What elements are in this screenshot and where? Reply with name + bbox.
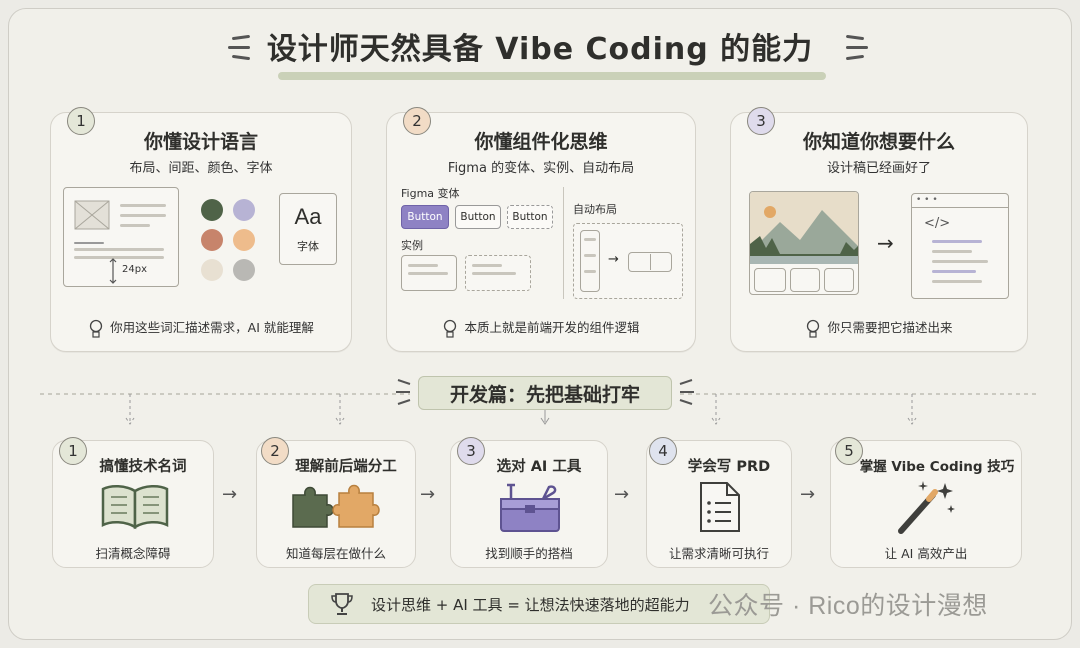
card-tip: 本质上就是前端开发的组件逻辑 <box>387 317 695 339</box>
summary-bar: 设计思维 + AI 工具 = 让想法快速落地的超能力 <box>308 584 770 624</box>
lightbulb-icon <box>89 319 103 338</box>
arrow-right-icon: → <box>608 252 619 267</box>
lightbulb-icon <box>444 319 457 338</box>
card-title: 你知道你想要什么 <box>802 131 955 153</box>
page-title: 设计师天然具备 Vibe Coding 的能力 <box>266 32 814 67</box>
autolayout-label: 自动布局 <box>573 203 617 216</box>
step-card-4: 4 学会写 PRD 让需求清晰可执行 <box>646 437 792 568</box>
step-subtitle: 让 AI 高效产出 <box>884 546 968 561</box>
step-number: 1 <box>59 437 87 465</box>
summary-text: 设计思维 + AI 工具 = 让想法快速落地的超能力 <box>371 595 690 614</box>
color-swatch <box>201 259 223 281</box>
watermark: 公众号 · Rico的设计漫想 <box>708 592 988 620</box>
card-design-language: 1 你懂设计语言 布局、间距、颜色、字体 24px Aa 字体 你用这些词汇描述… <box>50 107 352 352</box>
step-title: 学会写 PRD <box>687 459 771 475</box>
autolayout-demo: → <box>573 223 683 299</box>
step-card-1: 1 搞懂技术名词 扫清概念障碍 <box>52 437 214 568</box>
arrow-right-icon: → <box>877 231 894 255</box>
arrow-right-icon: → <box>420 484 436 505</box>
font-label: 字体 <box>297 240 319 253</box>
landscape-image-icon <box>750 192 858 264</box>
section-banner: 开发篇：先把基础打牢 <box>418 376 672 410</box>
title-underline <box>278 72 826 80</box>
code-window: • • • </> <box>911 193 1009 299</box>
step-card-3: 3 选对 AI 工具 找到顺手的搭档 <box>450 437 608 568</box>
variant-button-primary: Button <box>401 205 449 229</box>
color-swatch <box>201 229 223 251</box>
step-number: 5 <box>835 437 863 465</box>
card-tip: 你只需要把它描述出来 <box>731 317 1027 339</box>
toolbox-icon <box>500 483 560 532</box>
card-know-what-you-want: 3 你知道你想要什么 设计稿已经画好了 → • • • </> 你只需要把它描述… <box>730 107 1028 352</box>
magic-wand-icon <box>898 481 955 534</box>
document-icon <box>700 482 740 532</box>
connector-lines <box>40 379 1040 425</box>
step-subtitle: 让需求清晰可执行 <box>668 546 769 561</box>
card-number: 2 <box>403 107 431 135</box>
font-sample: Aa <box>294 204 322 229</box>
step-title: 搞懂技术名词 <box>99 459 187 475</box>
card-tip: 你用这些词汇描述需求，AI 就能理解 <box>51 317 351 339</box>
card-subtitle: Figma 的变体、实例、自动布局 <box>447 161 635 176</box>
card-component-thinking: 2 你懂组件化思维 Figma 的变体、实例、自动布局 Figma 变体 But… <box>386 107 696 352</box>
arrow-right-icon: → <box>222 484 238 505</box>
step-subtitle: 找到顺手的搭档 <box>485 546 573 561</box>
card-subtitle: 设计稿已经画好了 <box>826 161 931 176</box>
step-card-5: 5 掌握 Vibe Coding 技巧 让 AI 高效产出 <box>830 437 1022 568</box>
card-title: 你懂组件化思维 <box>474 131 608 153</box>
book-icon <box>101 485 169 530</box>
card-tip-text: 本质上就是前端开发的组件逻辑 <box>464 320 640 335</box>
card-title: 你懂设计语言 <box>143 131 258 153</box>
card-subtitle: 布局、间距、颜色、字体 <box>129 161 273 176</box>
design-mockup <box>749 191 859 295</box>
card-tip-text: 你用这些词汇描述需求，AI 就能理解 <box>110 320 314 335</box>
color-swatch <box>233 229 255 251</box>
card-number: 1 <box>67 107 95 135</box>
step-title: 掌握 Vibe Coding 技巧 <box>859 459 1015 475</box>
color-swatch <box>233 199 255 221</box>
arrow-right-icon: → <box>614 484 630 505</box>
variant-button-outline: Button <box>455 205 501 229</box>
instance-card <box>401 255 457 291</box>
step-number: 2 <box>261 437 289 465</box>
variants-label: Figma 变体 <box>401 187 460 200</box>
title-deco-dash <box>228 46 250 49</box>
trophy-icon <box>331 593 353 615</box>
instance-card-dashed <box>465 255 531 291</box>
card-number: 3 <box>747 107 775 135</box>
image-placeholder-icon <box>74 200 110 230</box>
step-title: 理解前后端分工 <box>295 459 397 475</box>
divider <box>563 187 564 299</box>
color-swatch <box>233 259 255 281</box>
spacing-arrow-icon <box>109 258 117 284</box>
card-tip-text: 你只需要把它描述出来 <box>827 320 953 335</box>
spacing-label: 24px <box>122 264 147 275</box>
step-subtitle: 知道每层在做什么 <box>285 546 386 561</box>
step-subtitle: 扫清概念障碍 <box>95 546 171 561</box>
instance-label: 实例 <box>401 239 423 252</box>
step-card-2: 2 理解前后端分工 知道每层在做什么 <box>256 437 416 568</box>
arrow-right-icon: → <box>800 484 816 505</box>
variant-button-dashed: Button <box>507 205 553 229</box>
layout-wireframe: 24px <box>63 187 179 287</box>
code-symbol: </> <box>924 216 951 231</box>
puzzle-icon <box>292 484 380 528</box>
lightbulb-icon <box>807 319 820 338</box>
color-swatch <box>201 199 223 221</box>
step-title: 选对 AI 工具 <box>496 459 582 475</box>
font-sample-box: Aa 字体 <box>279 193 337 265</box>
title-deco-dash <box>846 46 868 49</box>
step-number: 3 <box>457 437 485 465</box>
step-number: 4 <box>649 437 677 465</box>
